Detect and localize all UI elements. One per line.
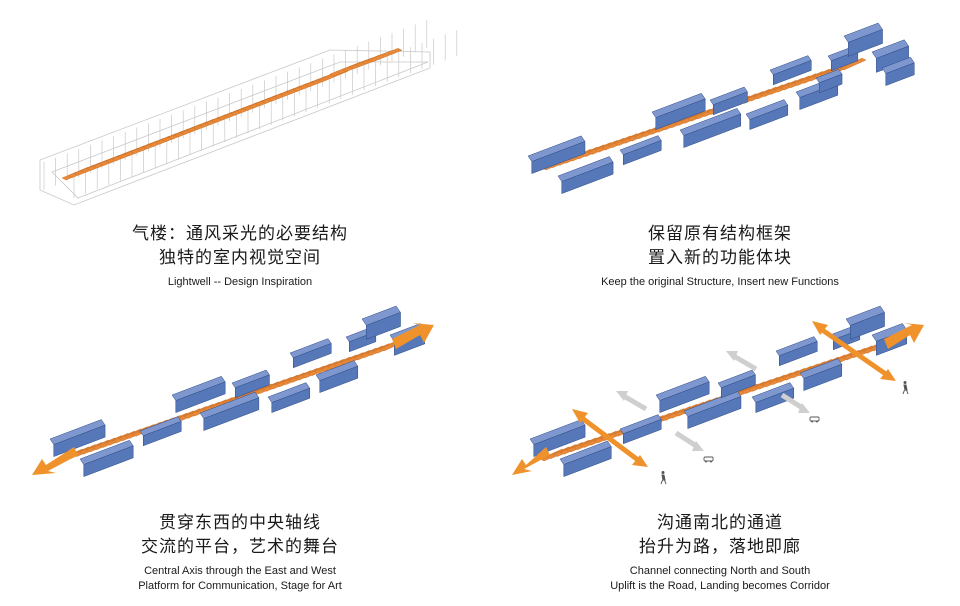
pedestrian-icon	[902, 381, 909, 395]
function-volume	[843, 22, 883, 57]
function-volume	[775, 336, 818, 367]
car-icon	[703, 456, 714, 463]
function-volume	[709, 86, 748, 116]
skylight-strip	[59, 338, 407, 462]
function-volume	[769, 55, 812, 86]
function-volume	[315, 360, 359, 393]
function-volume	[559, 440, 612, 477]
skylight-strip-end	[329, 48, 403, 77]
function-volume	[199, 391, 260, 431]
function-volume	[745, 99, 789, 130]
panel-title-line2: 抬升为路，落地即廊	[639, 537, 801, 557]
function-volume	[289, 338, 332, 369]
function-volumes	[527, 22, 915, 194]
panel-title-line2: 独特的室内视觉空间	[159, 248, 321, 268]
panel-subtitle: Lightwell -- Design Inspiration	[167, 276, 313, 288]
panel-lightwell: 气楼：通风采光的必要结构 独特的室内视觉空间 Lightwell -- Desi…	[0, 0, 480, 303]
north-south-arrows	[572, 321, 896, 467]
function-volume	[619, 135, 662, 166]
function-volume	[845, 305, 885, 340]
function-volume	[557, 156, 614, 194]
west-arrow	[32, 447, 78, 475]
skylight-slat	[367, 48, 403, 63]
panel-subtitle-line1: Central Axis through the East and West	[144, 565, 336, 577]
panel-subtitle-line1: Channel connecting North and South	[629, 565, 811, 577]
car-icon	[809, 416, 820, 423]
function-volumes	[49, 305, 426, 477]
structure-frame	[39, 49, 431, 206]
panel-title-line2: 置入新的功能体块	[648, 248, 792, 268]
panel-title-line1: 保留原有结构框架	[648, 224, 792, 244]
panel-north-south: 沟通南北的通道 抬升为路，落地即廊 Channel connecting Nor…	[480, 303, 960, 606]
function-volume	[527, 135, 586, 174]
skylight-strip	[541, 57, 867, 171]
function-volume	[171, 375, 226, 413]
connector-arrows	[616, 351, 810, 451]
function-volumes	[529, 305, 908, 477]
axis-axonometric	[32, 305, 434, 477]
function-volume	[679, 108, 742, 148]
channel-axonometric	[512, 305, 924, 485]
east-arrow	[884, 323, 924, 349]
pedestrian-icon	[660, 471, 667, 485]
lightwell-axonometric	[39, 20, 458, 206]
panel-subtitle-line2: Uplift is the Road, Landing becomes Corr…	[610, 580, 830, 592]
function-volume	[49, 419, 106, 457]
function-volume	[815, 69, 843, 94]
panel-subtitle-line2: Platform for Communication, Stage for Ar…	[138, 580, 342, 592]
function-volume	[267, 382, 311, 413]
function-volume	[683, 390, 742, 429]
function-volume	[717, 369, 756, 399]
west-arrow	[512, 447, 550, 475]
function-volume	[79, 439, 134, 477]
functions-axonometric	[527, 22, 915, 194]
panel-insert-functions: 保留原有结构框架 置入新的功能体块 Keep the original Stru…	[480, 0, 960, 303]
function-volume	[655, 375, 710, 413]
function-volume	[139, 416, 182, 447]
panel-subtitle: Keep the original Structure, Insert new …	[601, 276, 839, 288]
panel-title-line2: 交流的平台，艺术的舞台	[141, 537, 339, 557]
panel-title-line1: 气楼：通风采光的必要结构	[132, 224, 348, 244]
panel-title-line1: 贯穿东西的中央轴线	[159, 513, 321, 533]
panel-title-line1: 沟通南北的通道	[657, 513, 783, 533]
function-volume	[361, 305, 401, 340]
function-volume	[619, 414, 662, 445]
function-volume	[799, 358, 843, 391]
panel-central-axis: 贯穿东西的中央轴线 交流的平台，艺术的舞台 Central Axis throu…	[0, 303, 480, 606]
function-volume	[231, 369, 270, 399]
east-arrow	[392, 323, 434, 349]
skylight-strip	[61, 68, 349, 181]
function-volume	[651, 92, 706, 130]
function-volume	[881, 56, 915, 86]
